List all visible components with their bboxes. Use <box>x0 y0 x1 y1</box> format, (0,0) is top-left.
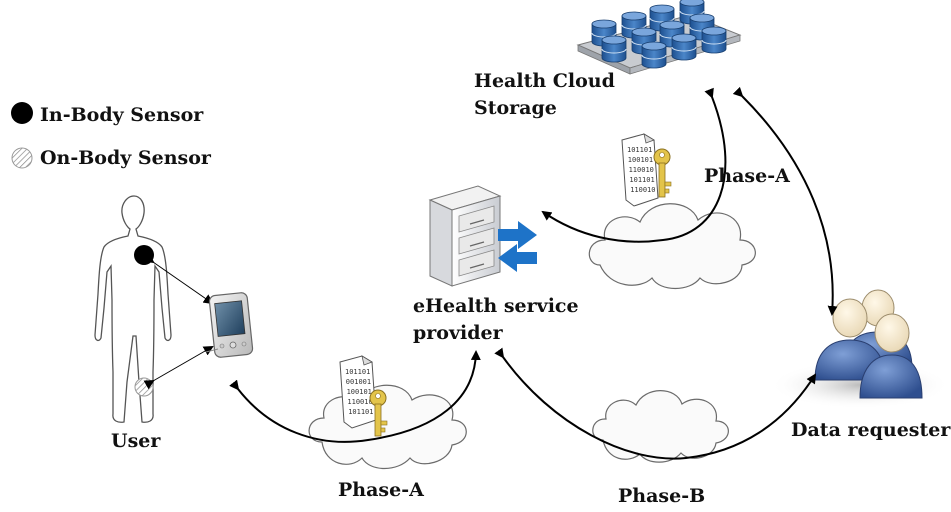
arrow-user-to-provider <box>229 350 481 443</box>
cloud-storage-label-line2: Storage <box>474 97 557 119</box>
storage-cylinder-icon <box>601 35 627 63</box>
on-body-sensor-icon <box>134 377 154 397</box>
provider-label-line1: eHealth service <box>413 295 579 317</box>
in-body-sensor-icon <box>134 245 154 265</box>
encrypted-document-top-icon: 101101 100101 110010 101101 110010 <box>621 133 659 207</box>
flow-arrows <box>229 86 838 460</box>
legend-in-body-label: In-Body Sensor <box>40 104 204 126</box>
storage-cylinder-icon <box>701 26 727 54</box>
arrow-provider-to-requester <box>494 347 817 460</box>
arrow-storage-to-requester <box>732 86 838 316</box>
document-bits-text: 100101 <box>347 388 372 396</box>
document-bits-text: 101101 <box>629 176 654 184</box>
cloud-storage-label-line1: Health Cloud <box>474 70 615 92</box>
document-bits-text: 101101 <box>627 146 652 154</box>
handheld-device-icon <box>208 292 254 358</box>
user-label: User <box>111 430 161 452</box>
document-bits-text: 100101 <box>628 156 653 164</box>
phase-a-bottom-label: Phase-A <box>338 479 424 501</box>
document-bits-text: 101101 <box>345 368 370 376</box>
provider-label-line2: provider <box>413 322 503 344</box>
arrow-storage-to-provider <box>541 87 727 243</box>
document-bits-text: 110010 <box>629 166 654 174</box>
legend <box>11 102 33 169</box>
document-bits-text: 001001 <box>346 378 371 386</box>
on-body-sensor-legend-icon <box>11 147 33 169</box>
document-bits-text: 110010 <box>347 398 372 406</box>
in-body-sensor-legend-icon <box>11 102 33 124</box>
storage-cylinder-icon <box>641 41 667 69</box>
document-bits-text: 101101 <box>348 408 373 416</box>
storage-cylinder-icon <box>671 33 697 61</box>
encrypted-document-bottom-icon: 101101 001001 100101 110010 101101 <box>339 355 377 429</box>
ehealth-server-icon <box>428 185 502 287</box>
cloud-bottom-left-icon <box>308 384 467 470</box>
data-exchange-arrows-icon <box>498 221 537 272</box>
cloud-top-icon <box>588 203 756 290</box>
health-cloud-storage-icon <box>576 0 742 75</box>
legend-on-body-label: On-Body Sensor <box>40 147 211 169</box>
user-body-icon <box>94 195 172 423</box>
document-bits-text: 110010 <box>630 186 655 194</box>
phase-a-top-label: Phase-A <box>704 165 790 187</box>
phase-b-label: Phase-B <box>618 485 706 507</box>
data-requester-icon <box>770 289 950 409</box>
data-requester-label: Data requester <box>791 419 951 441</box>
cloud-bottom-middle-icon <box>592 390 729 463</box>
